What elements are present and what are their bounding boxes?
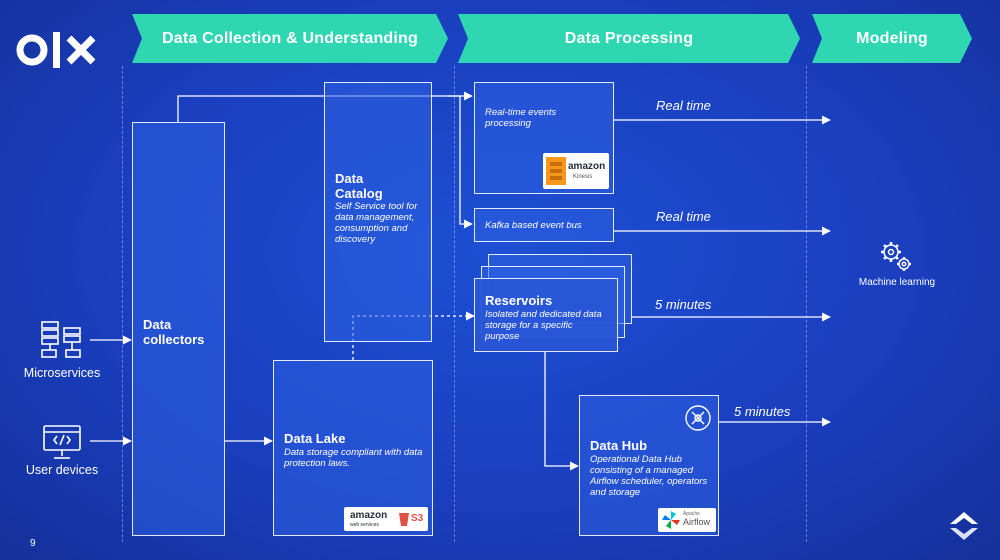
apache-airflow-badge: Apache Airflow (658, 508, 716, 532)
data-collectors-title: Data collectors (143, 317, 205, 347)
edge-label-reservoirs: 5 minutes (655, 297, 712, 312)
gears-icon (881, 242, 911, 271)
realtime-processing-box: Real-time events processing amazon Kines… (474, 82, 614, 194)
aws-s3-badge: amazon web services S3 (344, 507, 428, 531)
data-collectors-box: Data collectors (132, 122, 225, 536)
stage-banner-modeling: Modeling (812, 14, 972, 63)
data-lake-box: Data Lake Data storage compliant with da… (273, 360, 433, 536)
data-catalog-desc: Self Service tool for data management, c… (335, 201, 418, 245)
edge-label-realtime-processing: Real time (656, 98, 711, 113)
stage-label: Data Processing (564, 29, 694, 47)
edge-label-data-hub: 5 minutes (734, 404, 791, 419)
kafka-bus-desc: Kafka based event bus (485, 220, 582, 231)
column-divider (806, 66, 807, 542)
airflow-vendor-text: Apache (683, 511, 700, 517)
data-hub-title: Data Hub (590, 438, 648, 453)
airflow-product-text: Airflow (683, 517, 711, 527)
column-divider (454, 66, 455, 542)
source-label-microservices: Microservices (23, 366, 101, 380)
data-lake-title: Data Lake (284, 431, 346, 446)
data-hub-desc: Operational Data Hub consisting of a man… (590, 454, 708, 498)
slide-number: 9 (30, 538, 36, 549)
data-catalog-box: Data Catalog Self Service tool for data … (324, 82, 432, 342)
machine-learning-label: Machine learning (858, 277, 936, 288)
airflow-pinwheel-icon (662, 511, 680, 529)
corner-brand-mark-icon (950, 512, 978, 540)
amazon-kinesis-badge: amazon Kinesis (543, 153, 609, 189)
aws-sub-text: web services (350, 522, 379, 528)
s3-product-text: S3 (411, 513, 424, 524)
stage-label: Modeling (856, 29, 928, 47)
computer-monitor-icon (43, 425, 81, 459)
kinesis-brand-text: amazon (568, 161, 606, 172)
stage-label: Data Collection & Understanding (162, 29, 418, 47)
kinesis-product-text: Kinesis (573, 174, 593, 180)
column-divider (122, 66, 123, 542)
source-label-user-devices: User devices (25, 463, 99, 477)
reservoirs-desc: Isolated and dedicated data storage for … (485, 309, 602, 342)
s3-bucket-icon (399, 513, 409, 526)
edge-label-realtime-kafka: Real time (656, 209, 711, 224)
kinesis-logo-icon (546, 157, 566, 185)
aws-brand-text: amazon (350, 510, 388, 521)
olx-logo (16, 32, 96, 68)
data-catalog-title: Data Catalog (335, 171, 383, 201)
realtime-processing-desc: Real-time events processing (485, 107, 557, 129)
data-hub-box: Data Hub Operational Data Hub consisting… (579, 395, 719, 536)
airflow-badge-icon (685, 405, 711, 431)
database-cluster-icon (41, 321, 81, 358)
stage-banner-processing: Data Processing (458, 14, 800, 63)
reservoirs-box: Reservoirs Isolated and dedicated data s… (474, 278, 618, 352)
reservoirs-title: Reservoirs (485, 293, 553, 308)
kafka-bus-box: Kafka based event bus (474, 208, 614, 242)
data-lake-desc: Data storage compliant with data protect… (284, 447, 423, 469)
stage-banner-collection: Data Collection & Understanding (132, 14, 448, 63)
